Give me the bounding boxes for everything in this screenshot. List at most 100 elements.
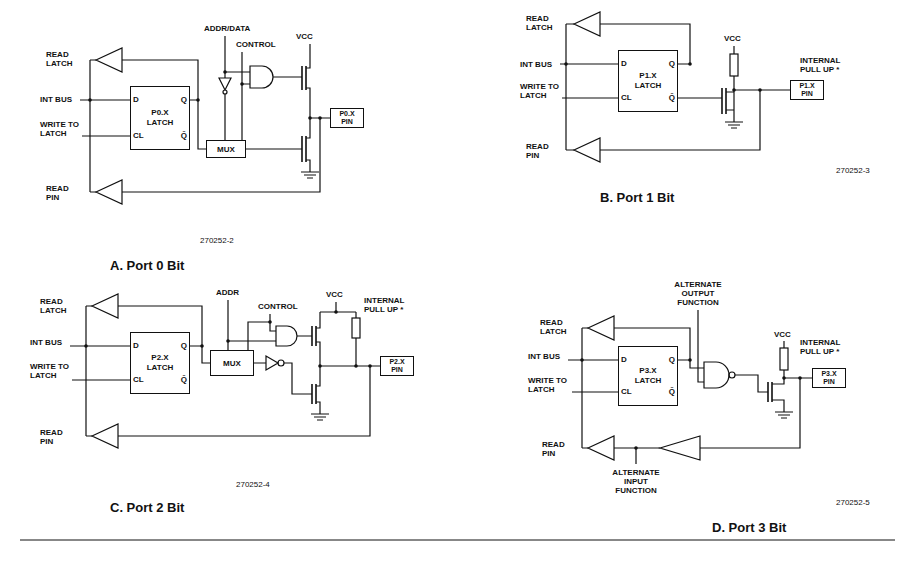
- and-gate: [276, 326, 297, 346]
- inverter-bubble: [278, 360, 284, 366]
- pin-box: P0.X PIN: [330, 108, 364, 128]
- junction-dot: [782, 376, 786, 380]
- latch-box: P0.X LATCHDQCLQ̄: [130, 86, 190, 150]
- junction-dot: [688, 358, 692, 362]
- pin-letter: D: [133, 341, 139, 351]
- wire: [560, 24, 790, 150]
- buffer-symbol: [96, 180, 122, 204]
- signal-name: READ PIN: [542, 440, 576, 458]
- pin-label: P3.X PIN: [817, 370, 841, 386]
- pullup-resistor: [730, 54, 738, 76]
- junction-dot: [84, 344, 88, 348]
- junction-dot: [334, 310, 338, 314]
- junction-dot: [688, 62, 692, 66]
- latch-box: P3.X LATCHDQCLQ̄: [618, 346, 678, 406]
- pin-box: P3.X PIN: [812, 368, 846, 388]
- pin-letter: CL: [133, 131, 144, 141]
- pin-box: P1.X PIN: [790, 80, 824, 100]
- inverter-bubble: [223, 90, 227, 94]
- and-gate: [250, 66, 273, 88]
- signal-name: INT BUS: [30, 338, 62, 347]
- pin-box: P2.X PIN: [380, 356, 414, 376]
- latch-name: P0.X LATCH: [144, 108, 176, 128]
- junction-dot: [88, 98, 92, 102]
- signal-name: READ PIN: [526, 142, 560, 160]
- pin-label: P2.X PIN: [385, 358, 409, 374]
- figure-number: 270252-3: [836, 166, 870, 175]
- signal-name: READ PIN: [46, 184, 80, 202]
- connector-line: [190, 100, 206, 149]
- signal-name: READ PIN: [40, 428, 74, 446]
- buffer-symbol: [92, 424, 118, 448]
- signal-name: ADDR: [216, 288, 239, 297]
- junction-dot: [354, 364, 358, 368]
- signal-name: VCC: [724, 34, 741, 43]
- ground-symbol: [725, 122, 743, 128]
- signal-name: READ LATCH: [46, 50, 80, 68]
- latch-name: P1.X LATCH: [632, 71, 664, 91]
- pin-label: P1.X PIN: [795, 82, 819, 98]
- pin-letter: D: [621, 59, 627, 69]
- figure-caption: D. Port 3 Bit: [712, 520, 786, 535]
- junction-dot: [368, 364, 372, 368]
- pin-label: P0.X PIN: [335, 110, 359, 126]
- buffer-symbol: [660, 436, 700, 460]
- figure-caption: B. Port 1 Bit: [600, 190, 674, 205]
- mosfet-symbol: [722, 88, 726, 114]
- pin-letter: Q: [669, 59, 675, 69]
- figure-caption: A. Port 0 Bit: [110, 258, 184, 273]
- buffer-symbol: [588, 316, 614, 340]
- figure-number: 270252-2: [200, 236, 234, 245]
- figure-caption: C. Port 2 Bit: [110, 500, 184, 515]
- wire: [80, 36, 330, 192]
- wire: [568, 310, 812, 464]
- signal-name: ALTERNATE INPUT FUNCTION: [606, 468, 666, 495]
- signal-name: WRITE TO LATCH: [528, 376, 572, 394]
- junction-dot: [268, 320, 272, 324]
- mux-box: MUX: [210, 350, 254, 376]
- ground-symbol: [311, 414, 329, 420]
- junction-dot: [240, 82, 244, 86]
- pin-letter: CL: [133, 375, 144, 385]
- pin-letter: Q: [181, 341, 187, 351]
- junction-dot: [580, 358, 584, 362]
- wire-group: [20, 12, 895, 540]
- pin-letter: Q: [181, 95, 187, 105]
- nand-bubble: [729, 372, 735, 378]
- figure-number: 270252-5: [836, 498, 870, 507]
- junction-dot: [758, 88, 762, 92]
- buffer-symbol: [574, 12, 600, 36]
- buffer-symbol: [588, 436, 614, 460]
- signal-name: WRITE TO LATCH: [40, 120, 84, 138]
- junction-dots: [84, 62, 802, 450]
- signal-name: VCC: [326, 290, 343, 299]
- nand-gate: [704, 362, 729, 388]
- ground-symbol: [775, 412, 793, 418]
- figure-number: 270252-4: [236, 480, 270, 489]
- connector-line: [190, 346, 210, 363]
- signal-name: WRITE TO LATCH: [30, 362, 74, 380]
- mux-box: MUX: [206, 140, 246, 158]
- wire-connector: [190, 100, 206, 149]
- signal-name: INTERNAL PULL UP *: [800, 338, 858, 356]
- latch-box: P1.X LATCHDQCLQ̄: [618, 50, 678, 112]
- signal-name: CONTROL: [258, 302, 298, 311]
- pin-letter: Q̄: [669, 387, 675, 397]
- buffer-symbol: [96, 48, 122, 72]
- junction-dot: [223, 70, 227, 74]
- signal-name: CONTROL: [236, 40, 276, 49]
- inverter-symbol: [219, 78, 231, 90]
- junction-dot: [318, 116, 322, 120]
- signal-name: VCC: [774, 330, 791, 339]
- junction-dot: [226, 339, 230, 343]
- mux-label: MUX: [217, 145, 235, 154]
- junction-dot: [732, 88, 736, 92]
- mosfet-symbol: [312, 326, 316, 404]
- latch-name: P3.X LATCH: [632, 366, 664, 386]
- ground-symbol: [301, 172, 319, 178]
- signal-name: INTERNAL PULL UP *: [800, 56, 858, 74]
- pin-letter: CL: [621, 93, 632, 103]
- junction-dot: [308, 116, 312, 120]
- pin-letter: D: [621, 355, 627, 365]
- junction-dot: [318, 364, 322, 368]
